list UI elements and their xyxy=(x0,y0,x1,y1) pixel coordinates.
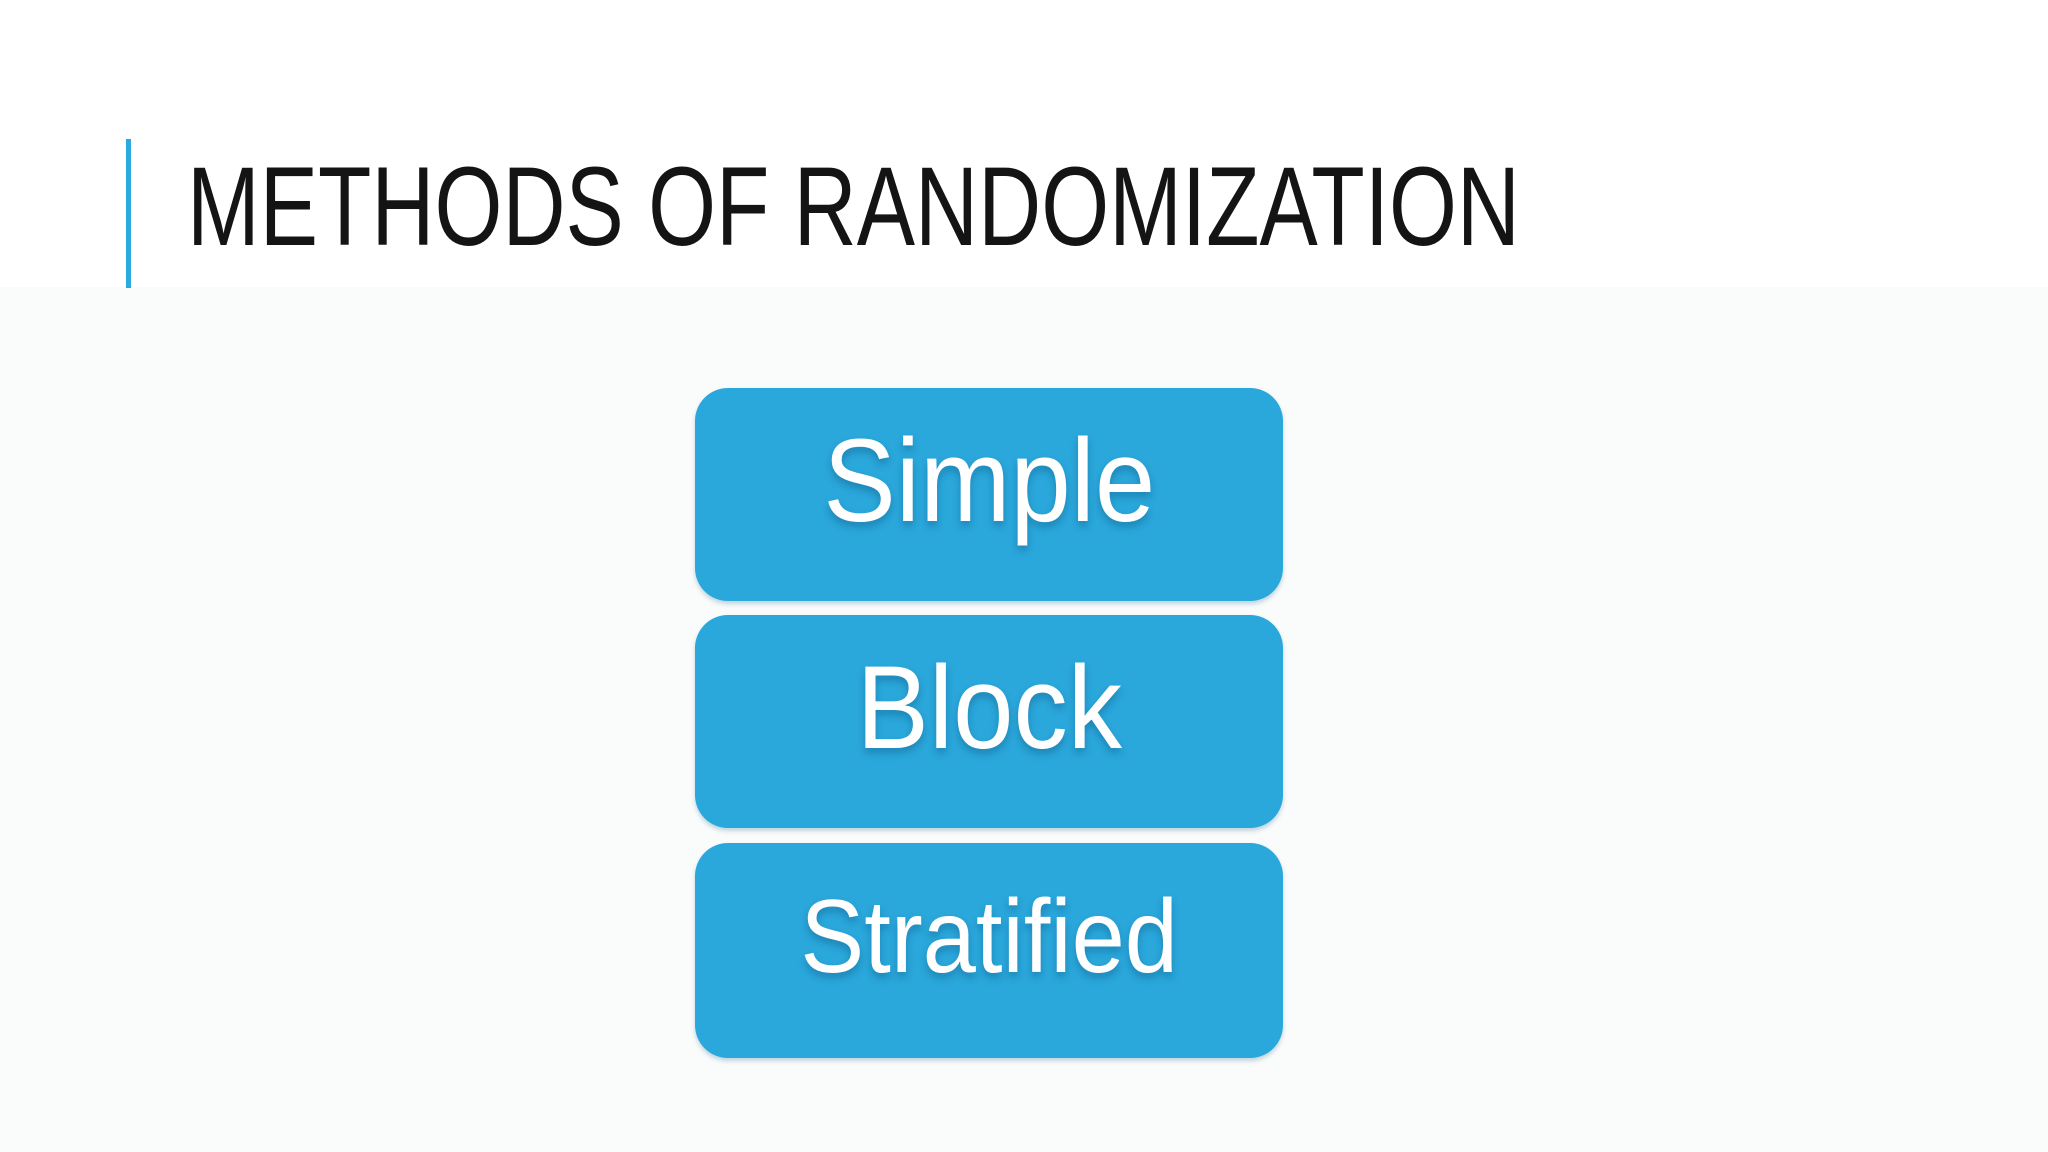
title-accent-bar xyxy=(126,139,131,288)
diagram-node-simple: Simple xyxy=(695,388,1283,601)
diagram-node-label: Stratified xyxy=(800,878,1178,995)
randomization-methods-diagram: Simple Block Stratified xyxy=(695,388,1283,1058)
slide-title: METHODS OF RANDOMIZATION xyxy=(187,144,1521,269)
diagram-node-stratified: Stratified xyxy=(695,843,1283,1058)
diagram-node-label: Simple xyxy=(823,414,1155,547)
diagram-node-block: Block xyxy=(695,615,1283,828)
diagram-node-label: Block xyxy=(856,641,1122,774)
